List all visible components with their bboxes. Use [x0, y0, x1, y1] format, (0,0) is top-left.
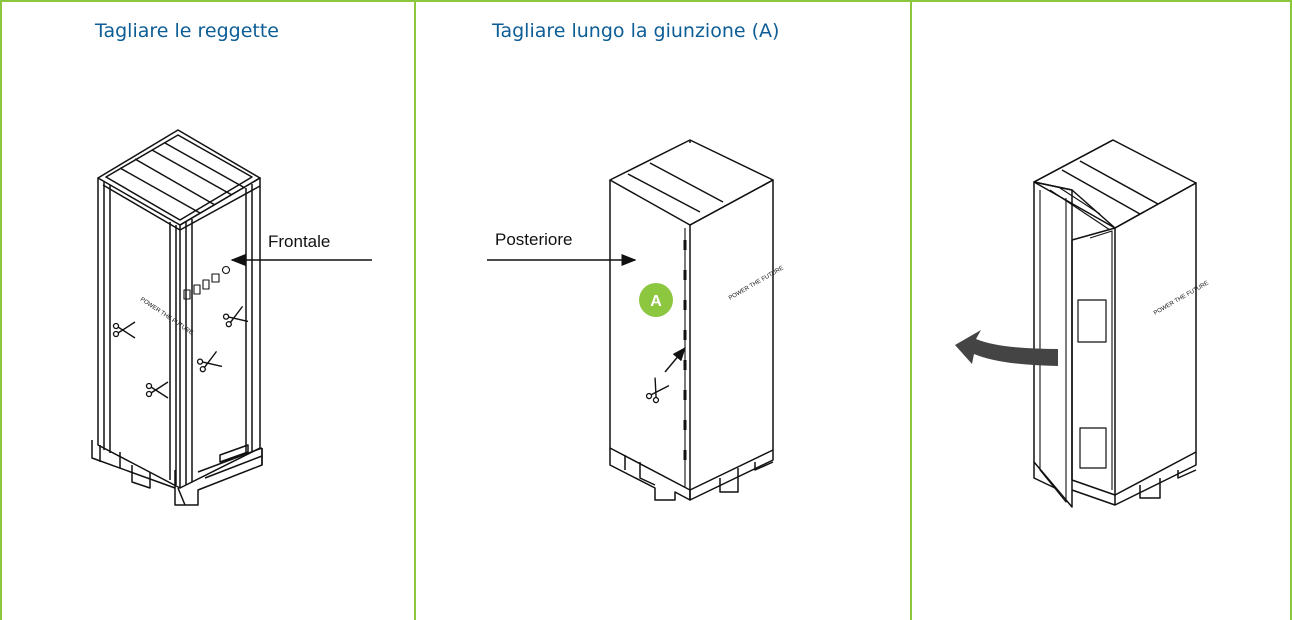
panel-2-box: POWER THE FUTURE — [609, 139, 785, 501]
rear-label: Posteriore — [495, 230, 573, 249]
scissors-icon — [145, 381, 169, 399]
opening-arrow — [955, 330, 1058, 366]
scissors-icon — [221, 305, 249, 330]
front-label: Frontale — [268, 232, 331, 251]
box-print-2: POWER THE FUTURE — [728, 265, 785, 301]
scissors-icon — [112, 321, 136, 339]
panel-1-box: POWER THE FUTURE — [91, 129, 263, 506]
seam-marker-label: A — [650, 293, 662, 310]
box-print-3: POWER THE FUTURE — [1153, 280, 1210, 316]
scissors-icon — [643, 376, 670, 405]
panel-3-box: POWER THE FUTURE — [1033, 139, 1210, 508]
scissors-icon — [195, 350, 223, 375]
right-border — [1290, 0, 1292, 620]
divider-1 — [414, 0, 416, 620]
divider-2 — [910, 0, 912, 620]
panel-1-title: Tagliare le reggette — [95, 20, 279, 42]
panel-2-title: Tagliare lungo la giunzione (A) — [492, 20, 780, 42]
seam-arrow — [664, 346, 686, 373]
left-border — [0, 0, 2, 620]
top-border — [0, 0, 1292, 2]
seam-marker — [639, 283, 673, 317]
